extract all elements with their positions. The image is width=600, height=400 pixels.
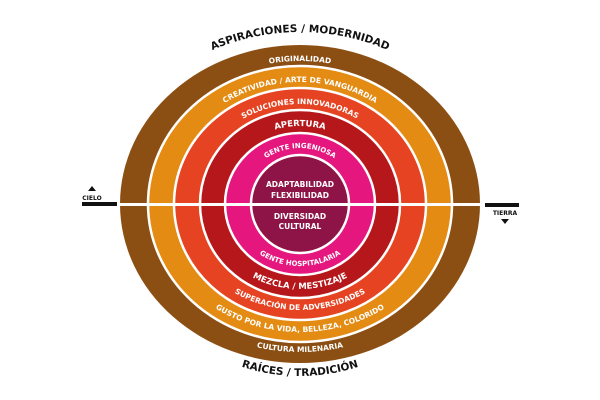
right-marker-label: TIERRA [493,210,518,217]
core-labels: ADAPTABILIDAD FLEXIBILIDAD DIVERSIDAD CU… [266,180,334,231]
core-top-line-1: ADAPTABILIDAD [266,180,334,189]
left-marker-label: CIELO [82,195,101,202]
right-marker: TIERRA [485,203,519,224]
triangle-down-icon [501,219,509,224]
core-bottom-line-2: CULTURAL [279,222,322,231]
ring-1-top-label: ORIGINALIDAD [268,54,332,66]
triangle-up-icon [88,186,96,191]
left-marker: CIELO [82,186,117,206]
horizon-divider [118,203,484,206]
right-marker-bar [485,203,519,207]
left-marker-bar [82,202,117,206]
core-top-line-2: FLEXIBILIDAD [271,191,329,200]
core-bottom-line-1: DIVERSIDAD [274,212,326,221]
